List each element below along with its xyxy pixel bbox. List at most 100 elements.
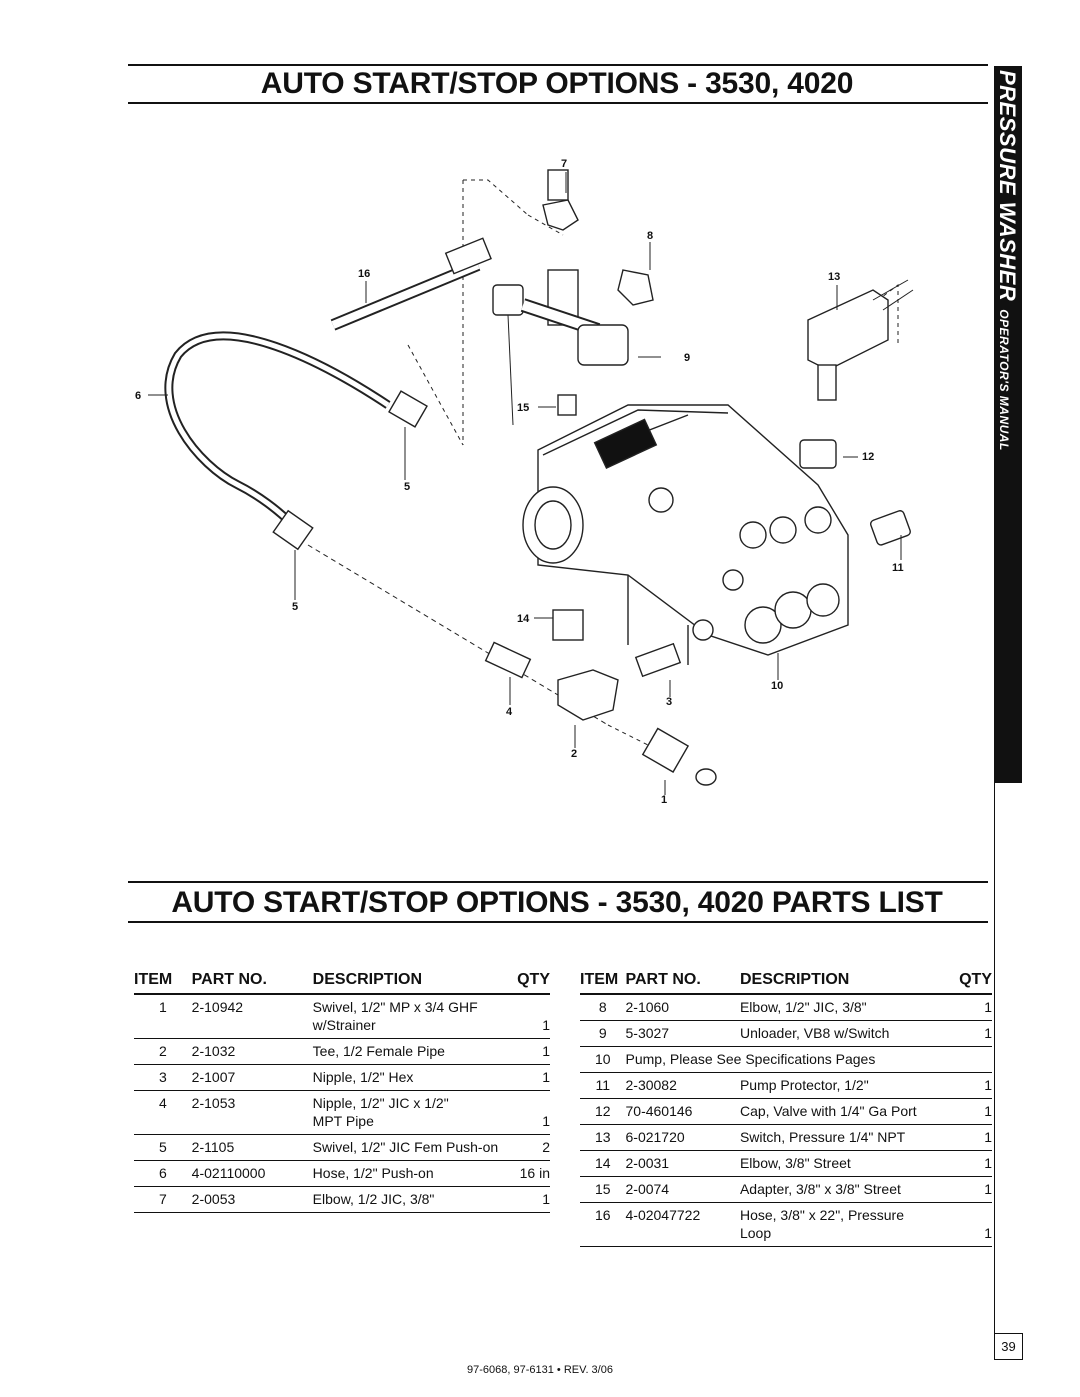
table-row: 5 2-1105 Swivel, 1/2" JIC Fem Push-on 2 [134,1134,550,1161]
parts-list-title: AUTO START/STOP OPTIONS - 3530, 4020 PAR… [171,886,943,919]
row-desc: Pump Protector, 1/2" [739,1072,960,1099]
diagram-title: AUTO START/STOP OPTIONS - 3530, 4020 [260,67,854,100]
row-desc: Nipple, 1/2" JIC x 1/2"MPT Pipe [312,1090,518,1135]
row-item: 2 [134,1038,192,1065]
row-part: 4-02047722 [625,1202,740,1247]
sidebar-tab [994,66,1022,783]
row-desc: Adapter, 3/8" x 3/8" Street [739,1176,960,1203]
sidebar-sub-label: OPERATOR'S MANUAL [997,309,1011,451]
row-item: 3 [134,1064,192,1091]
col-part-no: PART NO. [625,971,740,995]
top-rule [128,64,988,66]
parts-table-right: ITEM PART NO. DESCRIPTION QTY 8 2-1060 E… [580,971,992,1247]
table-row: 2 2-1032 Tee, 1/2 Female Pipe 1 [134,1038,550,1065]
title-underline [128,102,988,104]
row-desc: Switch, Pressure 1/4" NPT [739,1124,960,1151]
row-part: 2-1032 [191,1038,313,1065]
page-number: 39 [994,1333,1023,1360]
callout-7: 7 [561,158,567,170]
row-item: 8 [580,994,626,1021]
table-row: 4 2-1053 Nipple, 1/2" JIC x 1/2"MPT Pipe… [134,1090,550,1135]
callout-10: 10 [771,680,783,692]
row-desc: Swivel, 1/2" JIC Fem Push-on [312,1134,518,1161]
row-part: 2-1060 [625,994,740,1021]
table-row: 12 70-460146 Cap, Valve with 1/4" Ga Por… [580,1098,992,1125]
col-item: ITEM [580,971,626,995]
sidebar-blank [994,783,1023,1333]
row-qty: 1 [959,1124,992,1151]
callout-8: 8 [647,230,653,242]
col-qty: QTY [517,971,550,995]
callout-5-bottom: 5 [292,601,298,613]
col-qty: QTY [959,971,992,995]
row-part: 6-021720 [625,1124,740,1151]
table-row: 11 2-30082 Pump Protector, 1/2" 1 [580,1072,992,1099]
row-part: 2-10942 [191,994,313,1039]
row-qty-value: 1 [542,1017,550,1033]
table-row: 14 2-0031 Elbow, 3/8" Street 1 [580,1150,992,1177]
callout-15: 15 [517,402,529,414]
row-desc-line2: w/Strainer [312,1017,376,1033]
callout-6: 6 [135,390,141,402]
table-row: 10 Pump, Please See Specifications Pages [580,1046,992,1073]
col-description: DESCRIPTION [312,971,518,995]
row-part: 5-3027 [625,1020,740,1047]
table-row: 15 2-0074 Adapter, 3/8" x 3/8" Street 1 [580,1176,992,1203]
col-item: ITEM [134,971,192,995]
col-description: DESCRIPTION [739,971,960,995]
table-header-row: ITEM PART NO. DESCRIPTION QTY [580,971,992,995]
row-part: 2-1053 [191,1090,313,1135]
row-desc: Elbow, 1/2 JIC, 3/8" [312,1186,518,1213]
footer-revision: 97-6068, 97-6131 • REV. 3/06 [467,1364,613,1376]
row-item: 7 [134,1186,192,1213]
row-qty: 1 [517,1186,550,1213]
table-header-row: ITEM PART NO. DESCRIPTION QTY [134,971,550,995]
row-item: 5 [134,1134,192,1161]
row-part: 2-30082 [625,1072,740,1099]
row-desc: Unloader, VB8 w/Switch [739,1020,960,1047]
col-part-no: PART NO. [191,971,313,995]
callout-12: 12 [862,451,874,463]
row-part: 2-0074 [625,1176,740,1203]
row-qty: 1 [959,994,992,1021]
row-item: 6 [134,1160,192,1187]
callout-3: 3 [666,696,672,708]
row-qty: 1 [517,994,550,1039]
callout-5-top: 5 [404,481,410,493]
row-qty: 1 [959,1202,992,1247]
row-item: 4 [134,1090,192,1135]
row-desc: Elbow, 3/8" Street [739,1150,960,1177]
row-item: 12 [580,1098,626,1125]
row-qty: 1 [959,1072,992,1099]
table-row: 8 2-1060 Elbow, 1/2" JIC, 3/8" 1 [580,994,992,1021]
parts-top-rule [128,881,988,883]
row-item: 9 [580,1020,626,1047]
row-part: 2-1105 [191,1134,313,1161]
table-row: 7 2-0053 Elbow, 1/2 JIC, 3/8" 1 [134,1186,550,1213]
row-qty: 1 [959,1020,992,1047]
table-row: 13 6-021720 Switch, Pressure 1/4" NPT 1 [580,1124,992,1151]
row-item: 13 [580,1124,626,1151]
sidebar-main-label: PRESSURE WASHER [995,70,1020,302]
table-row: 9 5-3027 Unloader, VB8 w/Switch 1 [580,1020,992,1047]
row-desc: Nipple, 1/2" Hex [312,1064,518,1091]
row-part: 2-0031 [625,1150,740,1177]
table-row: 16 4-02047722 Hose, 3/8" x 22", Pressure… [580,1202,992,1247]
row-desc: Elbow, 1/2" JIC, 3/8" [739,994,960,1021]
exploded-parts-diagram: 7 8 16 13 9 6 15 12 5 11 5 14 10 3 4 2 1 [135,158,914,806]
row-qty: 16 in [517,1160,550,1187]
row-item: 10 [580,1046,626,1073]
table-row: 3 2-1007 Nipple, 1/2" Hex 1 [134,1064,550,1091]
row-part: 2-1007 [191,1064,313,1091]
row-desc-line1: Nipple, 1/2" JIC x 1/2" [312,1095,449,1111]
row-qty: 2 [517,1134,550,1161]
sidebar-text: PRESSURE WASHER OPERATOR'S MANUAL [990,70,1026,510]
callout-13: 13 [828,271,840,283]
row-part: 70-460146 [625,1098,740,1125]
callout-16: 16 [358,268,370,280]
row-qty: 1 [959,1176,992,1203]
row-qty: 1 [517,1090,550,1135]
row-qty-value: 1 [984,1225,992,1241]
